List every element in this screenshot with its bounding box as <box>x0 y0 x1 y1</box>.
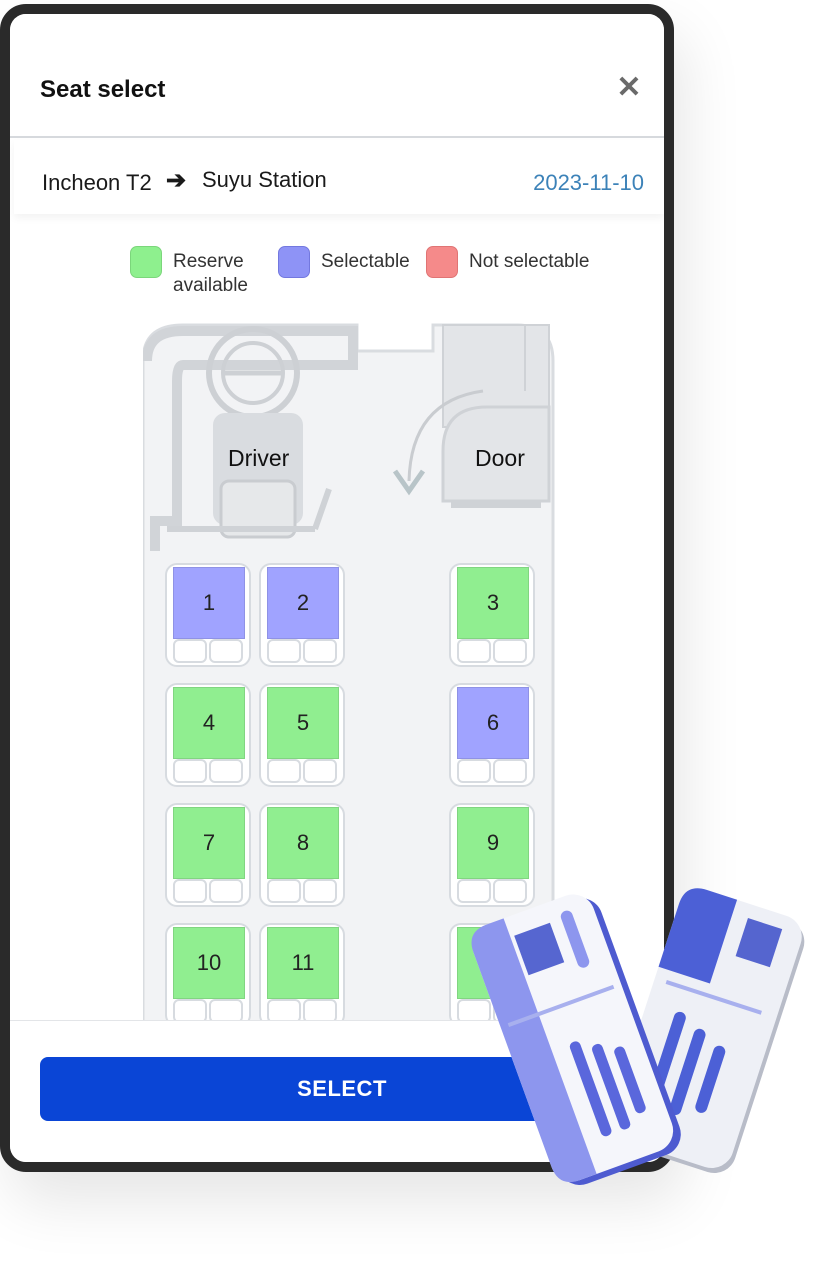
seat-number: 11 <box>267 927 339 999</box>
phone-frame: Seat select ✕ Incheon T2 ➔ Suyu Station … <box>0 4 674 1172</box>
seat-number: 8 <box>267 807 339 879</box>
seat-armrest <box>267 639 301 663</box>
seat-armrest <box>493 879 527 903</box>
seat-armrest <box>303 879 337 903</box>
seat-number: 9 <box>457 807 529 879</box>
seat-4[interactable]: 4 <box>165 677 251 789</box>
legend-swatch-available <box>130 246 162 278</box>
seat-armrest <box>209 759 243 783</box>
seat-armrest <box>303 639 337 663</box>
seat-armrest <box>173 639 207 663</box>
seat-armrest <box>457 999 491 1023</box>
driver-label: Driver <box>228 445 290 471</box>
seat-5[interactable]: 5 <box>259 677 345 789</box>
seat-armrest <box>457 639 491 663</box>
seat-11[interactable]: 11 <box>259 917 345 1029</box>
route-bar: Incheon T2 ➔ Suyu Station 2023-11-10 <box>14 140 664 214</box>
seat-armrest <box>267 759 301 783</box>
legend-swatch-selectable <box>278 246 310 278</box>
seat-armrest <box>457 879 491 903</box>
arrow-right-icon: ➔ <box>166 167 187 194</box>
seat-1[interactable]: 1 <box>165 557 251 669</box>
seat-number: 1 <box>173 567 245 639</box>
seat-number: 6 <box>457 687 529 759</box>
legend-label-available: Reserve available <box>173 250 248 298</box>
seat-armrest <box>303 759 337 783</box>
seat-armrest <box>209 879 243 903</box>
travel-date: 2023-11-10 <box>533 170 644 195</box>
seat-number: 3 <box>457 567 529 639</box>
seat-number: 7 <box>173 807 245 879</box>
legend-label-line: Reserve <box>173 251 244 272</box>
seat-number: 2 <box>267 567 339 639</box>
seat-9[interactable]: 9 <box>449 797 535 909</box>
page-title: Seat select <box>40 76 166 103</box>
seat-armrest <box>173 879 207 903</box>
seat-number: 5 <box>267 687 339 759</box>
route-origin: Incheon T2 <box>42 170 152 195</box>
seat-8[interactable]: 8 <box>259 797 345 909</box>
seat-6[interactable]: 6 <box>449 677 535 789</box>
seat-7[interactable]: 7 <box>165 797 251 909</box>
close-icon[interactable]: ✕ <box>616 71 642 104</box>
seat-armrest <box>493 639 527 663</box>
ticket-illustration <box>471 888 805 1185</box>
legend-label-selectable: Selectable <box>321 251 410 272</box>
seat-armrest <box>457 759 491 783</box>
seat-armrest <box>209 639 243 663</box>
seat-number: 4 <box>173 687 245 759</box>
route-destination: Suyu Station <box>202 167 327 192</box>
legend-label-line: available <box>173 275 248 296</box>
legend-swatch-not-selectable <box>426 246 458 278</box>
seat-armrest <box>173 759 207 783</box>
seat-armrest <box>493 759 527 783</box>
modal-header: Seat select ✕ <box>10 14 664 138</box>
legend-label-not-selectable: Not selectable <box>469 251 590 272</box>
seat-2[interactable]: 2 <box>259 557 345 669</box>
seat-armrest <box>267 879 301 903</box>
seat-number: 10 <box>173 927 245 999</box>
seat-armrest <box>209 999 243 1023</box>
door-label: Door <box>475 445 525 471</box>
seat-10[interactable]: 10 <box>165 917 251 1029</box>
seat-3[interactable]: 3 <box>449 557 535 669</box>
